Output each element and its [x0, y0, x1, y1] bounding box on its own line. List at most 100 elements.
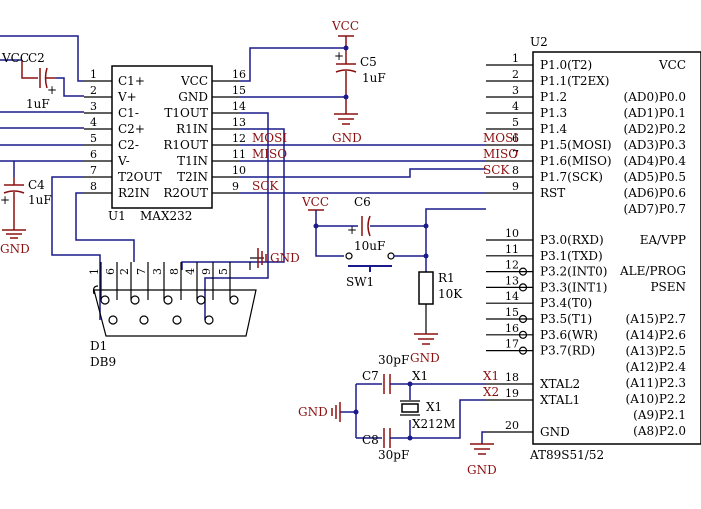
u2-pin-number: 6 [512, 132, 519, 145]
u2-pin-name: P1.4 [540, 122, 568, 136]
c6-designator: C6 [354, 195, 371, 209]
wire-x2-net [390, 399, 486, 439]
u1-pin-number: 9 [232, 180, 239, 193]
c2-plus-sign: + [47, 83, 57, 97]
u1-pin-name: T1IN [177, 154, 208, 168]
u2-pin-name-right: ALE/PROG [619, 264, 686, 278]
db9-pin-number: 7 [135, 268, 148, 275]
u1-pin-name: C2- [118, 138, 139, 152]
c5-gnd-label: GND [332, 131, 362, 145]
db9-gnd-label: GND [270, 251, 300, 265]
u2-pin-name: P3.1(TXD) [540, 249, 603, 263]
db9-pin-socket [139, 315, 149, 325]
u2-pin-name: P3.3(INT1) [540, 280, 607, 294]
u2-pin-name-right: (AD0)P0.0 [624, 90, 686, 104]
u2-pin-number: 8 [512, 164, 519, 177]
u2-pin-bubble [518, 283, 528, 292]
d1-part: DB9 [90, 355, 116, 369]
u2-body [532, 51, 701, 445]
u2-pin-number: 16 [505, 322, 519, 335]
u2-pin-name: GND [540, 425, 570, 439]
c2-lead-left [21, 60, 38, 79]
c4-plate-2 [3, 190, 25, 194]
wire-u2-gnd [481, 431, 486, 444]
db9-shell-corner-l [92, 285, 99, 295]
db9-pin-number: 4 [184, 268, 197, 275]
u2-pin-name-right: (A12)P2.4 [626, 360, 687, 374]
wire-vcc-sw1 [315, 226, 344, 257]
u1-pin-number: 15 [232, 84, 246, 97]
u1-pin-number: 5 [90, 132, 97, 145]
x1-designator: X1 [426, 400, 442, 414]
u1-pin-name: V- [117, 154, 130, 168]
u2-pin-name: P1.3 [540, 106, 567, 120]
r1-body [418, 271, 434, 305]
u2-pin-name-right: (A15)P2.7 [626, 312, 686, 326]
db9-pin-number: 2 [118, 268, 131, 275]
u2-pin-name: P3.6(WR) [540, 328, 598, 342]
db9-shell [93, 289, 257, 337]
c2-plate-2 [44, 67, 48, 89]
u2-pin-name-right: (A9)P2.1 [633, 408, 686, 422]
u1-pin-name: T2IN [177, 170, 208, 184]
u2-pin-name: RST [540, 186, 565, 200]
wire-r1in [181, 128, 285, 270]
u2-pin-name-right: (A10)P2.2 [626, 392, 686, 406]
c4-plus-sign: + [0, 193, 10, 207]
u2-pin-name: P3.2(INT0) [540, 265, 607, 279]
u2-pin-name: P3.4(T0) [540, 296, 592, 310]
u1-right-wiring: MOSI MISO SCK [181, 47, 486, 320]
u2-pin-name: XTAL2 [540, 377, 580, 391]
net-miso-u2: MISO [483, 147, 518, 161]
c6-plus-sign: + [347, 223, 357, 237]
d1-designator: D1 [90, 339, 107, 353]
u2-pin-name-right: (AD7)P0.7 [624, 202, 686, 216]
junction-rst-sw1 [423, 253, 429, 259]
c2-vcc-net: VCC [1, 51, 29, 65]
u2-pin-name: XTAL1 [540, 393, 580, 407]
db9-pin-socket [108, 315, 118, 325]
db9-pin-socket [100, 295, 110, 305]
c5-designator: C5 [360, 55, 377, 69]
u1-pin-number: 10 [232, 164, 246, 177]
u2-pin-number: 3 [512, 84, 519, 97]
u2-gnd-label: GND [467, 463, 497, 477]
u2-pin-name-right: (AD1)P0.1 [624, 106, 686, 120]
u2-pin-bubble [518, 267, 528, 276]
u1-pin-number: 12 [232, 132, 246, 145]
u1-pin-name: R1OUT [163, 138, 208, 152]
u1-pin-name: R2OUT [163, 186, 208, 200]
r1-gnd-label: GND [410, 351, 440, 365]
u2-pin-number: 5 [512, 116, 519, 129]
u2-pin-number: 1 [512, 52, 519, 65]
c8-designator: C8 [362, 433, 379, 447]
c5-value: 1uF [362, 71, 386, 85]
u1-pin-number: 3 [90, 100, 97, 113]
u2-pin-name: P1.0(T2) [540, 58, 592, 72]
wire-u1-vcc [240, 47, 346, 82]
u1-pin-number: 2 [90, 84, 97, 97]
u2-pin-name-right: (AD4)P0.4 [624, 154, 687, 168]
u2-pin-bubble [518, 314, 528, 324]
wire-r2in [75, 192, 135, 262]
cap-c4: + C4 1uF GND [0, 177, 52, 256]
c7-designator: C7 [362, 369, 379, 383]
db9-pin-socket [229, 295, 239, 305]
junction-vcc-reset [313, 223, 319, 229]
db9-pin-number: 8 [168, 268, 181, 275]
u2-pin-number: 2 [512, 68, 519, 81]
u1-designator: U1 [108, 209, 126, 223]
u1-pin-number: 1 [90, 68, 97, 81]
u2-part: AT89S51/52 [529, 448, 604, 462]
u2-pin-name: P1.1(T2EX) [540, 74, 609, 88]
u2-pin-number: 12 [505, 259, 519, 272]
u1-pin-number: 14 [232, 100, 246, 113]
u2-pin-name: P1.2 [540, 90, 567, 104]
c5-vcc-label: VCC [331, 19, 359, 33]
wire-t2out [51, 176, 101, 320]
net-x1-label-b: X1 [483, 369, 499, 383]
